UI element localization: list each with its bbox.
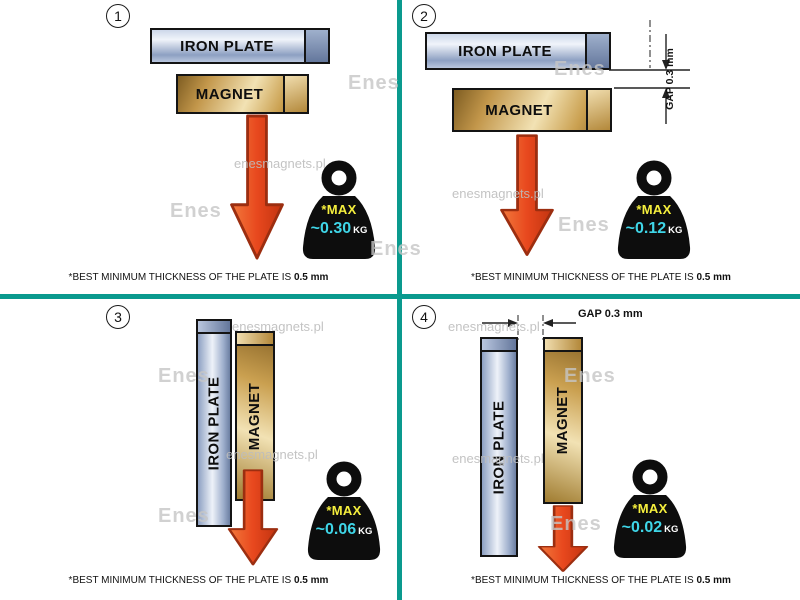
caption-bold: 0.5 mm [696, 272, 731, 283]
magnet-end-face [545, 339, 581, 352]
magnet-label: MAGNET [195, 85, 264, 103]
load-unit: KG [668, 225, 683, 236]
max-label: *MAX [326, 503, 362, 518]
gap-value: 0.3 mm [604, 308, 643, 320]
panel-number: 1 [114, 8, 122, 24]
panel-4: 4 GAP 0.3 mm IRON PLATE MAGNET *MAX [402, 299, 800, 600]
caption-text: *BEST MINIMUM THICKNESS OF THE PLATE IS [471, 575, 694, 586]
caption: *BEST MINIMUM THICKNESS OF THE PLATE IS … [402, 272, 800, 283]
gap-label: GAP 0.3 mm [664, 24, 676, 134]
panel-number-badge: 4 [412, 305, 436, 329]
iron-plate-label: IRON PLATE [490, 400, 508, 494]
iron-plate-end-face [198, 321, 230, 334]
pull-arrow-icon [500, 134, 554, 256]
watermark-logo: Enes [158, 365, 210, 387]
load-unit: KG [358, 526, 373, 537]
watermark-logo: Enes [170, 200, 222, 222]
caption-bold: 0.5 mm [293, 575, 329, 586]
iron-plate-label: IRON PLATE [205, 376, 223, 470]
pull-arrow-icon [230, 114, 284, 260]
iron-plate-label: IRON PLATE [180, 37, 274, 55]
watermark-site: enesmagnets.pl [226, 447, 318, 462]
magnet: MAGNET [176, 74, 309, 114]
caption: *BEST MINIMUM THICKNESS OF THE PLATE IS … [0, 575, 397, 586]
panel-number: 4 [420, 309, 428, 325]
iron-plate-label: IRON PLATE [458, 42, 552, 60]
iron-plate: IRON PLATE [196, 319, 232, 527]
max-label: *MAX [321, 202, 357, 217]
gap-value: 0.3 mm [664, 48, 676, 85]
panel-number: 3 [114, 309, 122, 325]
caption-text: *BEST MINIMUM THICKNESS OF THE PLATE IS [68, 575, 292, 586]
iron-plate: IRON PLATE [425, 32, 611, 70]
watermark-logo: Enes [558, 214, 610, 236]
iron-plate-end-face [585, 34, 609, 68]
load-unit: KG [664, 524, 679, 535]
magnet-end-face [283, 76, 307, 112]
watermark-logo: Enes [348, 72, 400, 94]
watermark-site: enesmagnets.pl [234, 156, 326, 171]
iron-plate: IRON PLATE [480, 337, 518, 557]
watermark-site: enesmagnets.pl [452, 451, 544, 466]
watermark-logo: Enes [550, 513, 602, 535]
load-number: ~0.02 [621, 519, 663, 536]
caption-bold: 0.5 mm [293, 272, 329, 283]
watermark-logo: Enes [564, 365, 616, 387]
load-number: ~0.30 [310, 220, 352, 237]
caption: *BEST MINIMUM THICKNESS OF THE PLATE IS … [402, 575, 800, 586]
load-number: ~0.12 [625, 220, 667, 237]
horizontal-divider [0, 294, 800, 299]
panel-number-badge: 3 [106, 305, 130, 329]
watermark-logo: Enes [158, 505, 210, 527]
iron-plate-end-face [304, 30, 328, 62]
load-number: ~0.06 [315, 521, 357, 538]
vertical-divider [397, 0, 402, 600]
caption-text: *BEST MINIMUM THICKNESS OF THE PLATE IS [68, 272, 292, 283]
magnet-label: MAGNET [554, 386, 572, 455]
magnet-end-face [237, 333, 273, 346]
panel-number-badge: 2 [412, 4, 436, 28]
max-label: *MAX [632, 501, 668, 516]
watermark-logo: Enes [554, 58, 606, 80]
gap-dimension-lines [609, 20, 690, 124]
gap-dimension-lines [482, 315, 576, 341]
panel-number-badge: 1 [106, 4, 130, 28]
gap-label: GAP 0.3 mm [578, 308, 643, 320]
panel-number: 2 [420, 8, 428, 24]
watermark-site: enesmagnets.pl [452, 186, 544, 201]
watermark-site: enesmagnets.pl [448, 319, 540, 334]
watermark-site: enesmagnets.pl [232, 319, 324, 334]
pull-arrow-icon [537, 505, 589, 572]
gap-word: GAP [664, 87, 676, 110]
magnet-label: MAGNET [246, 382, 264, 450]
magnet: MAGNET [543, 337, 583, 504]
magnet-end-face [586, 90, 610, 130]
load-unit: KG [353, 225, 368, 236]
caption-text: *BEST MINIMUM THICKNESS OF THE PLATE IS [471, 272, 694, 283]
magnet: MAGNET [452, 88, 612, 132]
gap-word: GAP [578, 308, 602, 320]
watermark-logo: Enes [370, 238, 422, 260]
max-label: *MAX [636, 202, 672, 217]
panel-2: 2 IRON PLATE MAGNET GAP 0.3 mm [402, 0, 800, 294]
iron-plate-end-face [482, 339, 516, 352]
iron-plate: IRON PLATE [150, 28, 330, 64]
caption: *BEST MINIMUM THICKNESS OF THE PLATE IS … [0, 272, 397, 283]
magnet-label: MAGNET [485, 101, 553, 119]
pull-arrow-icon [227, 469, 279, 566]
caption-bold: 0.5 mm [696, 575, 731, 586]
